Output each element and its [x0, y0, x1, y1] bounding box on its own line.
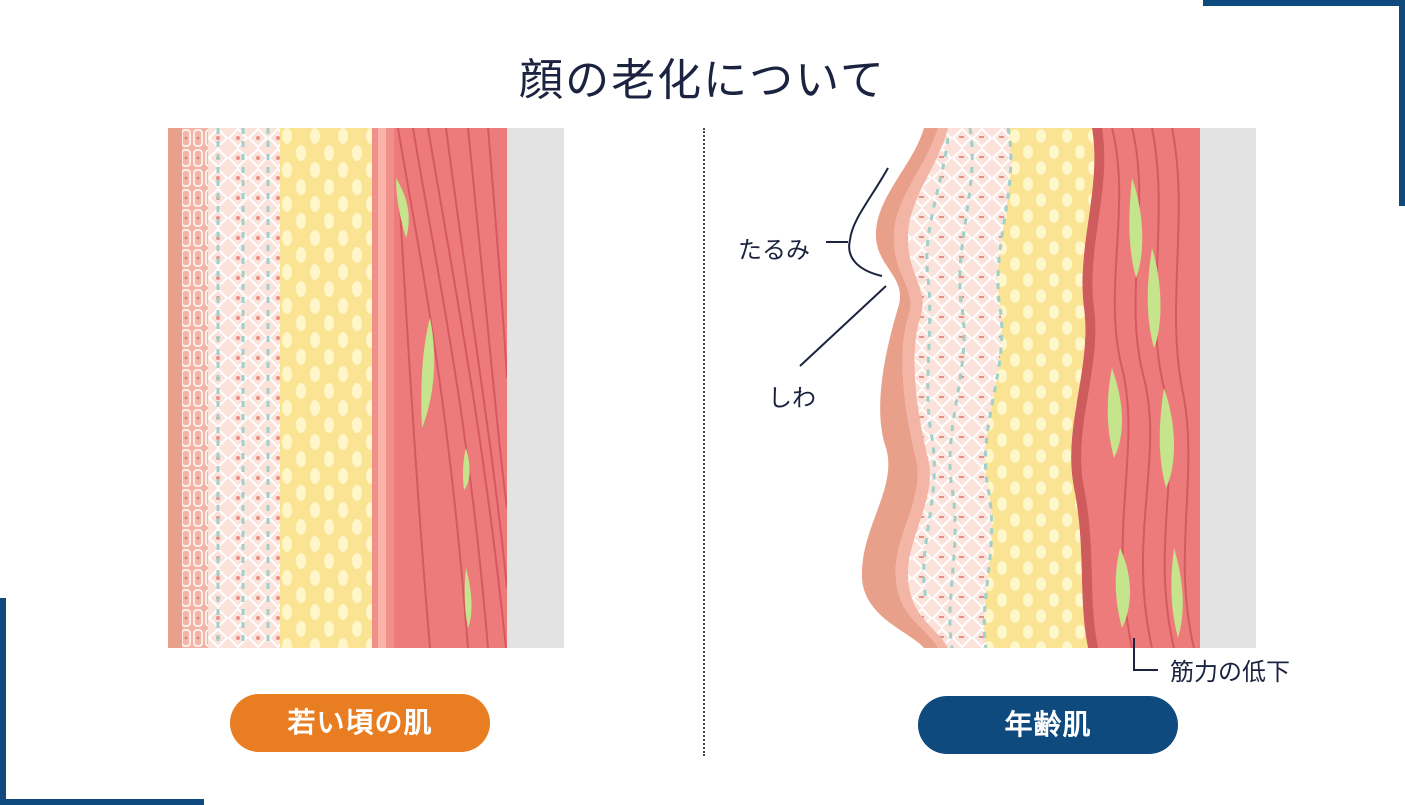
young-skin-label: 若い頃の肌 — [230, 694, 490, 752]
label-shiwa: しわ — [768, 384, 816, 412]
aged-skin-label: 年齢肌 — [918, 696, 1178, 754]
center-divider — [703, 128, 705, 756]
page-title: 顔の老化について — [519, 55, 886, 106]
label-muscle-decline: 筋力の低下 — [1170, 658, 1290, 686]
frame-bottom-left-vertical — [0, 598, 6, 805]
frame-top-right-horizontal — [1203, 0, 1405, 6]
aged-skin-illustration — [861, 128, 1256, 648]
frame-bottom-left-horizontal — [0, 799, 204, 805]
annotation-lines — [799, 167, 1158, 671]
young-skin-illustration — [168, 128, 564, 648]
frame-top-right-vertical — [1399, 0, 1405, 206]
label-tarumi: たるみ — [738, 236, 810, 264]
